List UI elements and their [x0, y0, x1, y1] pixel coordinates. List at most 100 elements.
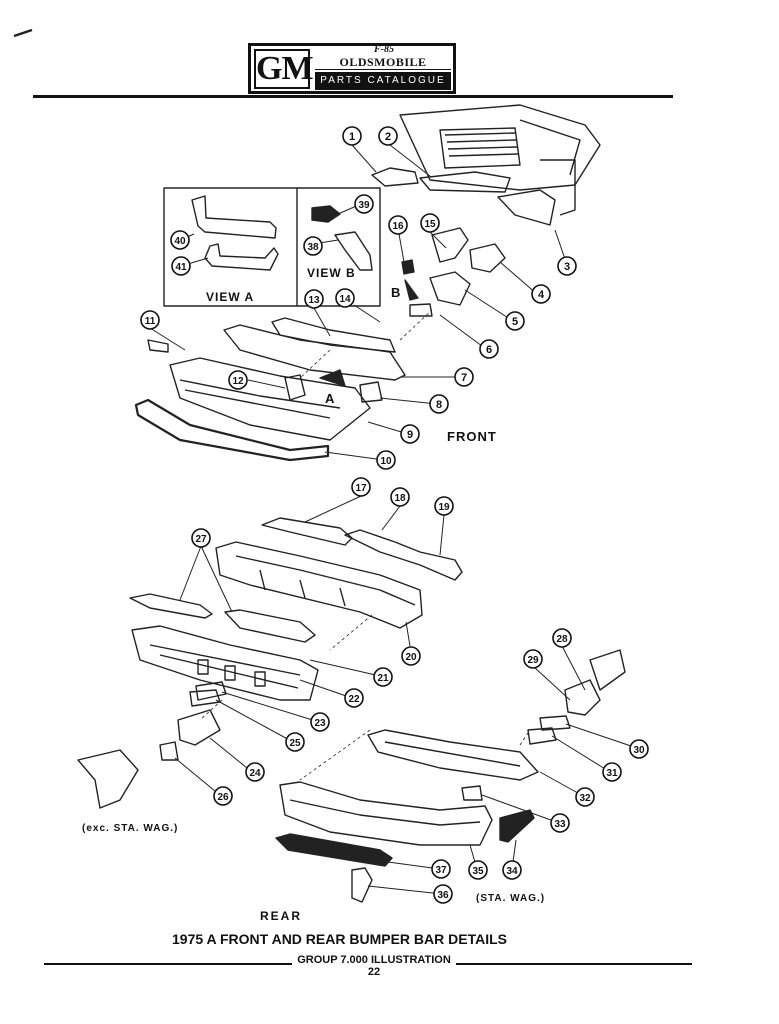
svg-text:32: 32: [579, 793, 591, 804]
svg-text:40: 40: [174, 236, 186, 247]
rear-bumper-filler: [215, 517, 463, 629]
callout-33: 33: [550, 813, 570, 833]
svg-text:5: 5: [512, 316, 518, 328]
callout-21: 21: [373, 667, 393, 687]
callout-34: 34: [502, 860, 522, 880]
footer-rule-left: [44, 963, 292, 965]
callout-40: 40: [170, 230, 190, 250]
callout-7: 7: [454, 367, 474, 387]
callout-6: 6: [479, 339, 499, 359]
svg-text:12: 12: [232, 376, 244, 387]
svg-text:14: 14: [339, 294, 351, 305]
callout-2: 2: [378, 126, 398, 146]
svg-text:10: 10: [380, 456, 392, 467]
callout-24: 24: [245, 762, 265, 782]
header-rule: [33, 95, 673, 98]
svg-text:16: 16: [392, 221, 404, 232]
svg-text:26: 26: [217, 792, 229, 803]
callout-29: 29: [523, 649, 543, 669]
svg-text:29: 29: [527, 655, 539, 666]
callout-35: 35: [468, 860, 488, 880]
svg-text:6: 6: [486, 344, 492, 356]
svg-text:3: 3: [564, 261, 570, 273]
view-a-label: VIEW A: [206, 290, 255, 304]
svg-text:35: 35: [472, 866, 484, 877]
svg-text:30: 30: [633, 745, 645, 756]
callout-31: 31: [602, 762, 622, 782]
callout-12: 12: [228, 370, 248, 390]
callout-8: 8: [429, 394, 449, 414]
callout-30: 30: [629, 739, 649, 759]
svg-text:33: 33: [554, 819, 566, 830]
gm-logo-mark: GM: [254, 49, 314, 89]
callout-20: 20: [401, 646, 421, 666]
svg-text:13: 13: [308, 295, 320, 306]
svg-text:22: 22: [348, 694, 360, 705]
exc-sta-wag-label: (exc. STA. WAG.): [82, 823, 179, 834]
svg-text:9: 9: [407, 429, 413, 441]
rear-label: REAR: [260, 909, 303, 923]
illustration-title: 1975 A FRONT AND REAR BUMPER BAR DETAILS: [172, 931, 507, 947]
callout-25: 25: [285, 732, 305, 752]
arrow-a-label: A: [325, 391, 336, 406]
car-front-outline: [399, 104, 601, 216]
svg-text:27: 27: [195, 534, 207, 545]
callout-23: 23: [310, 712, 330, 732]
callout-28: 28: [552, 628, 572, 648]
view-b-label: VIEW B: [307, 266, 356, 280]
front-label: FRONT: [447, 429, 497, 444]
svg-text:23: 23: [314, 718, 326, 729]
svg-text:21: 21: [377, 673, 389, 684]
svg-text:17: 17: [355, 483, 367, 494]
callout-39: 39: [354, 194, 374, 214]
svg-text:38: 38: [307, 242, 319, 253]
callout-26: 26: [213, 786, 233, 806]
brand-line: OLDSMOBILE: [315, 49, 451, 70]
callout-13: 13: [304, 289, 324, 309]
catalog-line: PARTS CATALOGUE: [315, 72, 451, 90]
footer-rule-right: [456, 963, 692, 965]
svg-text:37: 37: [435, 865, 447, 876]
front-bumper-assembly: [134, 317, 406, 462]
callout-16: 16: [388, 215, 408, 235]
svg-text:41: 41: [175, 262, 187, 273]
callout-37: 37: [431, 859, 451, 879]
arrow-b-label: B: [391, 285, 402, 300]
body-code: F-85: [374, 44, 394, 55]
svg-text:39: 39: [358, 200, 370, 211]
svg-text:15: 15: [424, 219, 436, 230]
callout-18: 18: [390, 487, 410, 507]
svg-text:4: 4: [538, 289, 545, 301]
svg-text:25: 25: [289, 738, 301, 749]
callout-3: 3: [557, 256, 577, 276]
callout-10: 10: [376, 450, 396, 470]
callout-4: 4: [531, 284, 551, 304]
callout-17: 17: [351, 477, 371, 497]
svg-text:7: 7: [461, 372, 467, 384]
callout-36: 36: [433, 884, 453, 904]
callout-19: 19: [434, 496, 454, 516]
svg-text:34: 34: [506, 866, 518, 877]
callout-41: 41: [171, 256, 191, 276]
svg-text:24: 24: [249, 768, 261, 779]
gm-parts-catalogue-logo: GM F-85 OLDSMOBILE PARTS CATALOGUE: [248, 43, 456, 94]
callout-22: 22: [344, 688, 364, 708]
svg-text:31: 31: [606, 768, 618, 779]
svg-text:36: 36: [437, 890, 449, 901]
callout-1: 1: [342, 126, 362, 146]
svg-text:28: 28: [556, 634, 568, 645]
svg-text:2: 2: [385, 131, 391, 143]
svg-text:19: 19: [438, 502, 450, 513]
callout-15: 15: [420, 213, 440, 233]
callout-14: 14: [335, 288, 355, 308]
view-inset-frame: [163, 187, 381, 307]
rear-bumper-face-bar: [279, 781, 493, 846]
svg-text:18: 18: [394, 493, 406, 504]
callout-27: 27: [191, 528, 211, 548]
sta-wag-label: (STA. WAG.): [476, 893, 546, 904]
callout-11: 11: [140, 310, 160, 330]
callout-9: 9: [400, 424, 420, 444]
